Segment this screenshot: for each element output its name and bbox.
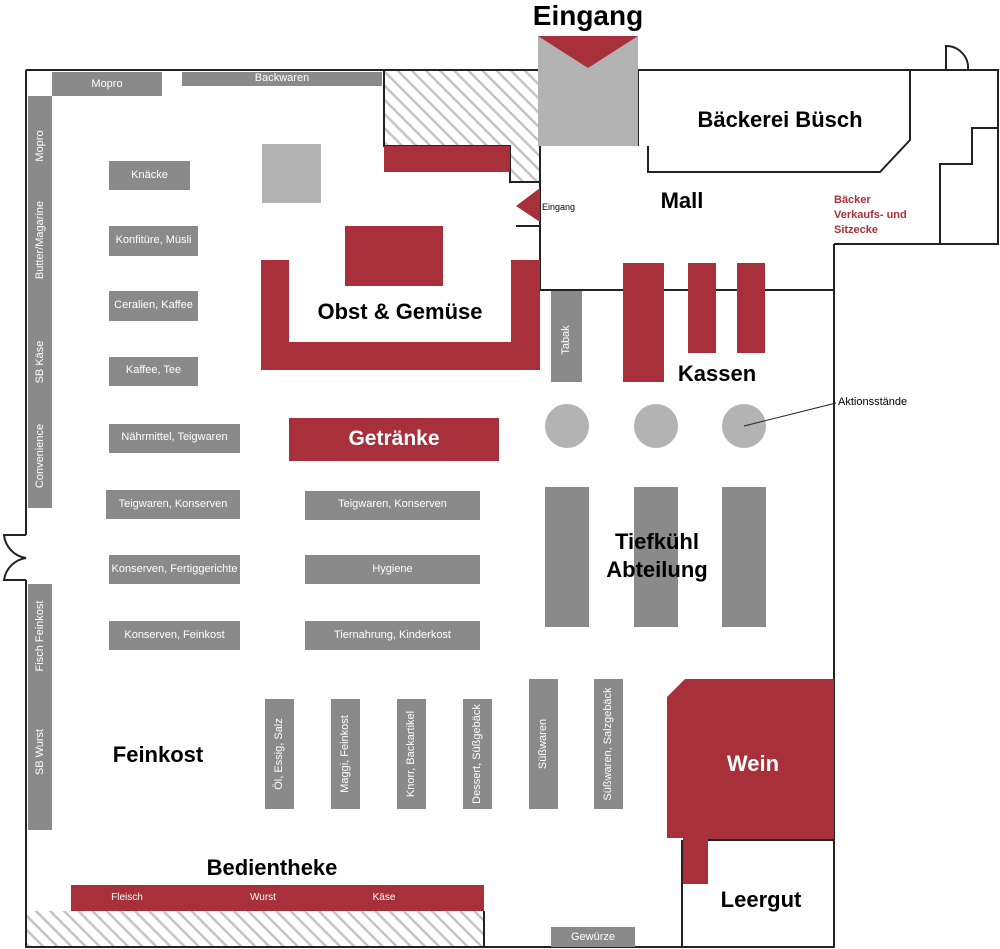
shelf-label-knaecke: Knäcke: [131, 169, 168, 181]
shelf-label-mopro-top: Mopro: [91, 78, 123, 90]
feinkost-title: Feinkost: [112, 742, 204, 767]
aktionsstaende-label: Aktionsstände: [838, 396, 908, 408]
mall-title: Mall: [660, 188, 704, 213]
shelf-label-tiernahrung: Tiernahrung, Kinderkost: [334, 629, 451, 641]
shelf-label-backwaren: Backwaren: [254, 72, 310, 84]
shelf-label-ceralien: Ceralien, Kaffee: [114, 299, 193, 311]
wein-area: [667, 679, 834, 884]
baecker-note-line-1: Bäcker: [834, 194, 871, 206]
left-wall-label-butter: Butter/Magarine: [34, 200, 46, 280]
shelf-label-teigwaren-mid: Teigwaren, Konserven: [338, 498, 447, 510]
getraenke-title: Getränke: [348, 427, 440, 450]
theke-label-fleisch: Fleisch: [111, 892, 143, 903]
theke-label-wurst: Wurst: [250, 892, 276, 903]
aktionsstaende-circles: [545, 404, 766, 448]
walls: [2, 44, 999, 948]
left-wall-upper: [28, 96, 52, 508]
eingang-title: Eingang: [532, 0, 644, 31]
middle-column-shelves: [305, 491, 480, 650]
shelf-label-dessert: Dessert, Süßgebäck: [471, 704, 483, 804]
shelf-label-hygiene: Hygiene: [372, 563, 413, 575]
obst-gemuese-counters: [261, 146, 540, 370]
baecker-note-line-2: Verkaufs- und: [834, 209, 907, 221]
gray-display-square: [262, 144, 321, 203]
shelf-label-kaffee-tee: Kaffee, Tee: [125, 364, 182, 376]
baecker-note: Bäcker Verkaufs- und Sitzecke: [834, 193, 907, 238]
shelf-label-konserven-fertig: Konserven, Fertiggerichte: [111, 563, 238, 575]
tiefkuehl-freezers: [545, 487, 766, 627]
left-wall-label-sb-wurst: SB Wurst: [34, 728, 46, 776]
gewuerze-shelf: [551, 927, 635, 947]
shelf-label-maggi: Maggi, Feinkost: [339, 715, 351, 793]
left-wall-lower: [28, 584, 52, 830]
obst-gemuese-title: Obst & Gemüse: [317, 299, 483, 324]
bedientheke-counter: [71, 885, 484, 911]
shelf-backwaren-top: [182, 72, 382, 86]
baeckerei-title: Bäckerei Büsch: [697, 107, 863, 132]
side-entrance-label: Eingang: [542, 202, 576, 212]
shelf-label-naehrmittel: Nährmittel, Teigwaren: [121, 431, 228, 443]
left-wall-label-convenience: Convenience: [34, 423, 46, 489]
side-entrance-arrow: [516, 188, 540, 222]
bedientheke-title: Bedientheke: [206, 855, 338, 880]
getraenke-block: [289, 418, 499, 461]
left-wall-label-mopro: Mopro: [34, 130, 46, 162]
kassen-counters: [623, 263, 765, 382]
tiefkuehl-line-2: Abteilung: [606, 557, 708, 582]
kassen-title: Kassen: [677, 361, 757, 386]
theke-label-kaese: Käse: [372, 892, 396, 903]
shelf-label-suesswaren: Süßwaren: [537, 718, 549, 770]
wein-title: Wein: [726, 751, 780, 776]
shelf-label-oel: Öl, Essig, Salz: [273, 718, 285, 790]
shelf-label-knorr: Knorr, Backartikel: [405, 710, 417, 798]
left-column-shelves: [106, 161, 240, 650]
left-wall-label-sb-kaese: SB Käse: [34, 340, 46, 384]
tiefkuehl-title: Tiefkühl Abteilung: [582, 528, 732, 584]
tiefkuehl-line-1: Tiefkühl: [615, 529, 699, 554]
entrance-arrow: [538, 36, 638, 68]
left-wall-label-fisch: Fisch Feinkost: [34, 600, 46, 672]
shelf-label-gewuerze: Gewürze: [570, 931, 616, 943]
leergut-title: Leergut: [720, 887, 802, 912]
shelf-mopro-top: [52, 72, 162, 96]
shelf-label-konfituere: Konfitüre, Müsli: [115, 234, 192, 246]
tabak-shelf: [551, 291, 582, 382]
shelf-label-tabak: Tabak: [560, 325, 572, 355]
shelf-label-konserven-feinkost: Konserven, Feinkost: [124, 629, 225, 641]
shelf-label-teigwaren-left: Teigwaren, Konserven: [118, 498, 228, 510]
shelf-label-salzgebaeck: Süßwaren, Salzgebäck: [602, 687, 614, 801]
hatched-area-bottom: [26, 911, 484, 947]
aktionsstaende-pointer: [743, 402, 837, 427]
baecker-note-line-3: Sitzecke: [834, 224, 879, 236]
vertical-shelves: [265, 679, 623, 809]
